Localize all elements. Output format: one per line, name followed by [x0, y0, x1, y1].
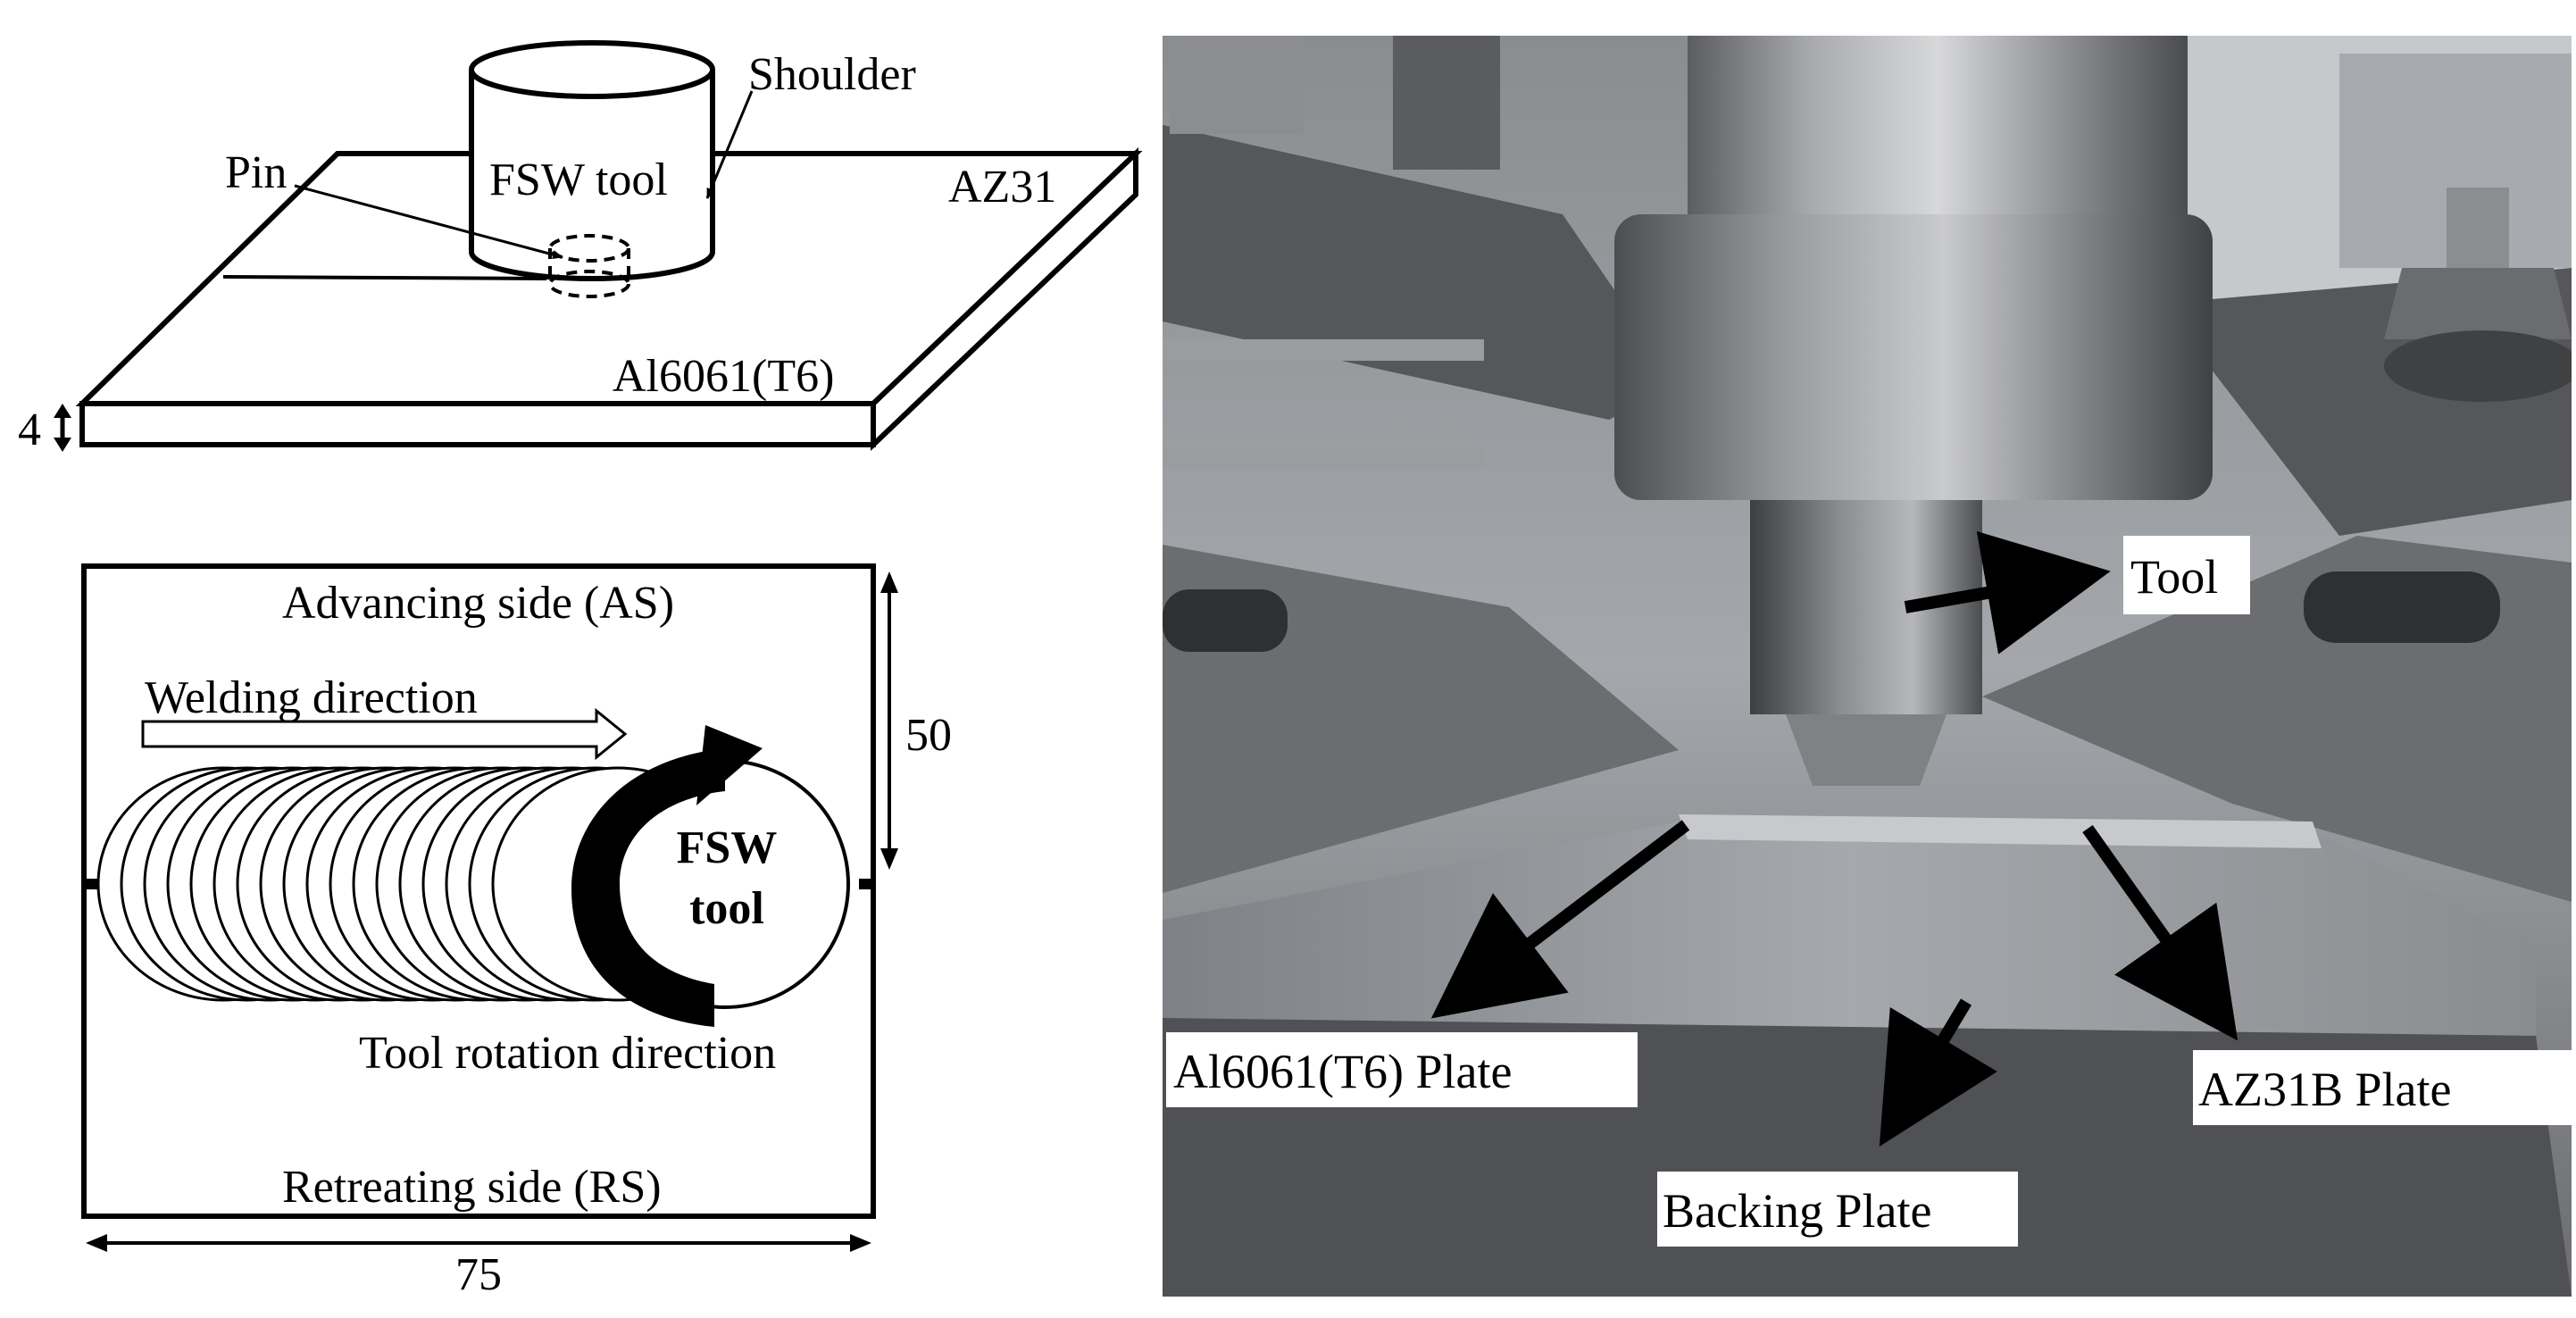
photo-labels: Tool Al6061(T6) Plate AZ31B Plate Backin…	[1166, 536, 2576, 1247]
dimension-75-label: 75	[455, 1249, 502, 1300]
al6061-label: Al6061(T6)	[613, 351, 834, 402]
rotation-direction-label: Tool rotation direction	[359, 1028, 776, 1079]
pin-leader	[294, 184, 563, 259]
fsw-tool-label-line2: tool	[689, 883, 764, 934]
tool-arrow	[1904, 530, 2111, 655]
al-plate-photo-label: Al6061(T6) Plate	[1173, 1045, 1512, 1098]
az31-label: AZ31	[948, 162, 1056, 213]
weld-stir-rings	[96, 766, 745, 1002]
al-plate-arrow	[1430, 820, 1690, 1019]
pin-label: Pin	[225, 147, 287, 198]
retreating-side-label: Retreating side (RS)	[282, 1162, 662, 1213]
thickness-label: 4	[18, 405, 41, 455]
plate-front-face	[79, 401, 876, 447]
tool-photo-label: Tool	[2130, 550, 2218, 604]
welding-direction-arrow-icon	[141, 707, 628, 761]
tool-label-3d: FSW tool	[489, 154, 668, 205]
shoulder-leader	[705, 90, 754, 199]
isometric-diagram: Shoulder Pin FSW tool AZ31 Al6061(T6) 4	[18, 40, 1143, 455]
advancing-side-label: Advancing side (AS)	[282, 578, 674, 629]
rotation-arrow-icon	[571, 748, 725, 1027]
tool-cylinder-body	[469, 70, 715, 281]
backing-plate-photo-label: Backing Plate	[1663, 1184, 1931, 1238]
welding-direction-label: Welding direction	[145, 672, 478, 723]
weld-seam-line	[222, 275, 547, 280]
tool-cylinder-top	[469, 40, 715, 99]
shoulder-label: Shoulder	[748, 49, 916, 100]
backing-plate-arrow	[1879, 998, 1997, 1147]
fsw-tool-label-line1: FSW	[677, 822, 778, 873]
photo-arrows	[1430, 530, 2238, 1147]
az-plate-photo-label: AZ31B Plate	[2198, 1063, 2451, 1116]
dimension-50-label: 50	[905, 710, 952, 761]
plate-side-face	[871, 147, 1138, 451]
top-view-diagram: Advancing side (AS) Welding direction FS…	[81, 563, 952, 1300]
az-plate-arrow	[2082, 824, 2238, 1041]
